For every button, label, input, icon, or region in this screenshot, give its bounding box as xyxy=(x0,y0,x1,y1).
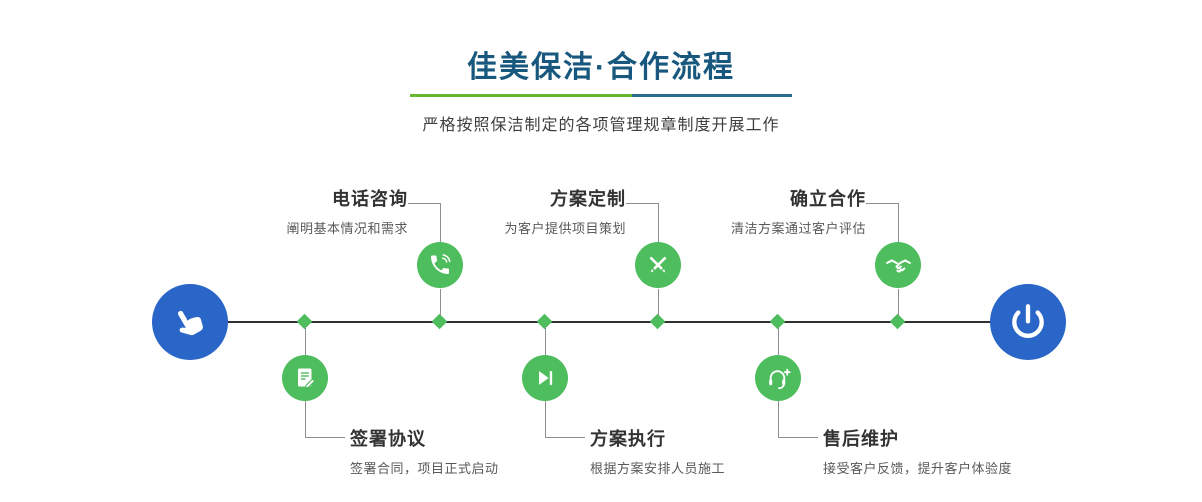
timeline-end-node xyxy=(990,284,1066,360)
step-desc: 为客户提供项目策划 xyxy=(504,221,626,236)
step-desc: 阐明基本情况和需求 xyxy=(286,221,408,236)
title-underline xyxy=(410,94,792,97)
underline-green-segment xyxy=(410,94,632,97)
connector-stub xyxy=(545,327,546,355)
connector-line xyxy=(408,203,440,204)
step-title: 方案执行 xyxy=(590,429,666,449)
step-label-plan-execute: 方案执行 根据方案安排人员施工 xyxy=(590,428,880,477)
design-pencil-icon xyxy=(649,256,667,273)
step-circle-phone xyxy=(417,242,463,288)
connector-stub xyxy=(440,289,441,316)
step-circle-design xyxy=(635,242,681,288)
connector-stub xyxy=(658,289,659,316)
handshake-icon xyxy=(885,258,911,273)
timeline-node-diamond xyxy=(431,313,448,330)
timeline-line xyxy=(190,321,1028,323)
connector-line xyxy=(440,203,441,242)
page-subtitle: 严格按照保洁制定的各项管理规章制度开展工作 xyxy=(422,117,780,134)
step-circle-contract xyxy=(282,355,328,401)
contract-icon xyxy=(298,368,316,389)
page-title: 佳美保洁·合作流程 xyxy=(467,51,735,84)
connector-line xyxy=(658,203,659,242)
connector-line xyxy=(626,203,658,204)
connector-line xyxy=(778,401,779,437)
connector-line xyxy=(866,203,898,204)
step-title: 方案定制 xyxy=(550,189,626,209)
step-circle-handshake xyxy=(875,242,921,288)
step-label-sign-agreement: 签署协议 签署合同，项目正式启动 xyxy=(350,428,640,477)
connector-line xyxy=(545,437,585,438)
connector-line xyxy=(305,401,306,437)
pointing-hand-icon xyxy=(178,310,203,336)
underline-blue-segment xyxy=(631,94,792,97)
timeline-node-diamond xyxy=(649,313,666,330)
step-title: 签署协议 xyxy=(350,429,426,449)
phone-icon xyxy=(431,254,451,274)
step-label-establish-coop: 确立合作 清洁方案通过客户评估 xyxy=(606,188,866,237)
step-circle-service xyxy=(755,355,801,401)
connector-line xyxy=(898,203,899,242)
step-desc: 清洁方案通过客户评估 xyxy=(730,221,866,236)
step-desc: 接受客户反馈，提升客户体验度 xyxy=(823,461,1013,476)
connector-stub xyxy=(778,327,779,355)
timeline-start-node xyxy=(152,284,228,360)
step-desc: 签署合同，项目正式启动 xyxy=(350,461,499,476)
step-title: 售后维护 xyxy=(823,429,899,449)
step-label-plan-custom: 方案定制 为客户提供项目策划 xyxy=(366,188,626,237)
customer-service-icon xyxy=(768,368,791,389)
step-label-after-sales: 售后维护 接受客户反馈，提升客户体验度 xyxy=(823,428,1113,477)
connector-stub xyxy=(898,289,899,316)
connector-line xyxy=(545,401,546,437)
step-desc: 根据方案安排人员施工 xyxy=(590,461,726,476)
connector-line xyxy=(778,437,818,438)
connector-stub xyxy=(305,327,306,355)
timeline-node-diamond xyxy=(889,313,906,330)
play-icon xyxy=(539,371,553,385)
step-title: 确立合作 xyxy=(790,189,866,209)
connector-line xyxy=(305,437,345,438)
step-circle-execute xyxy=(522,355,568,401)
step-title: 电话咨询 xyxy=(332,189,408,209)
power-icon xyxy=(1012,304,1044,338)
step-label-phone-consult: 电话咨询 阐明基本情况和需求 xyxy=(148,188,408,237)
